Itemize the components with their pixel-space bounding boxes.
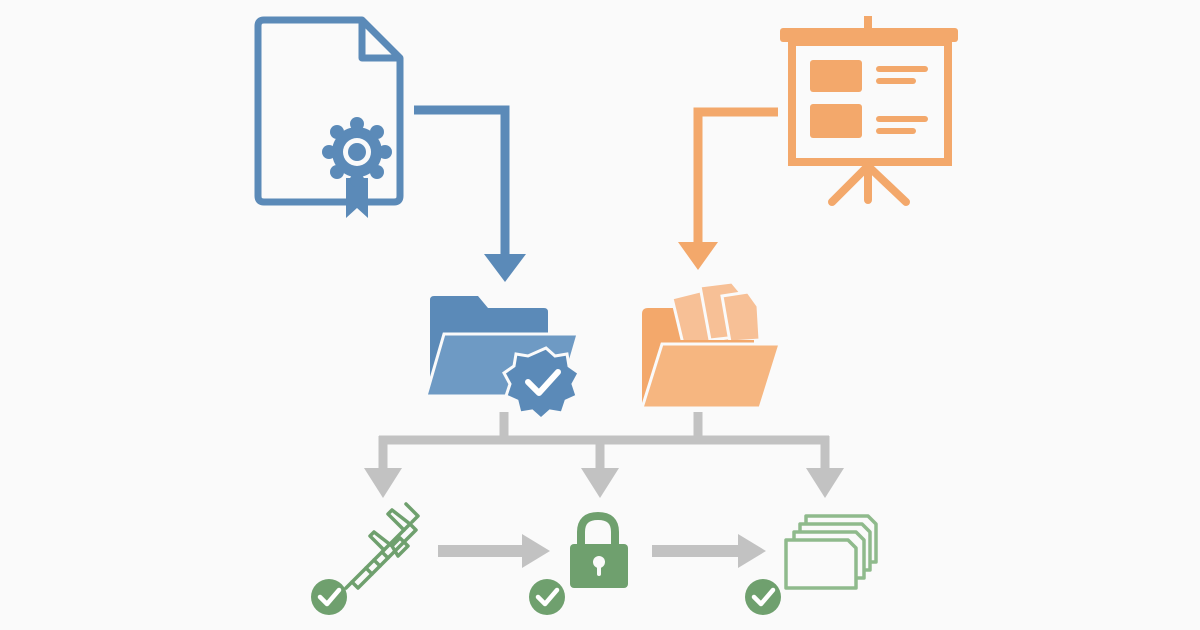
arrow-measure-to-secure [438,534,550,568]
distribution-arrowheads [364,468,844,498]
arrowhead-to-measure [364,468,402,498]
verified-badge-icon [502,346,581,422]
arrow-presentation-to-folder [678,107,778,270]
distribution-connector [378,412,830,470]
documents-icon [670,280,762,350]
measure-check-icon [311,579,347,615]
open-folder-with-documents-icon [639,280,783,410]
arrowhead-to-copies [806,468,844,498]
copies-check-icon [745,579,781,615]
verified-folder-icon [424,296,581,422]
certificate-document-icon [254,16,404,218]
arrowhead-to-secure [581,468,619,498]
presentation-board-icon [780,16,958,206]
secure-check-icon [529,579,565,615]
padlock-icon [570,511,628,588]
arrow-certificate-to-folder [414,105,526,282]
arrow-secure-to-copies [652,534,766,568]
document-stack-icon [784,514,878,590]
award-seal-icon [322,117,392,218]
caliper-measurement-icon [344,502,420,590]
